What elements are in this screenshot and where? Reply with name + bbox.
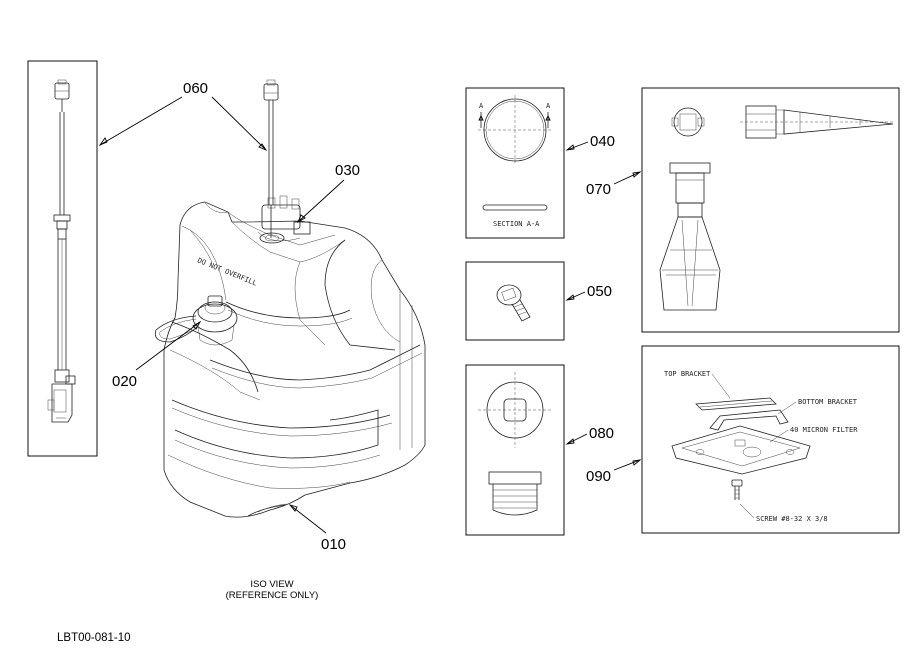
callout-030: 030 bbox=[297, 162, 360, 224]
callout-040: 040 bbox=[565, 133, 615, 151]
tank-warning-label: DO NOT OVERFILL bbox=[196, 256, 258, 287]
label-screw: SCREW #8-32 X 3/8 bbox=[756, 515, 828, 523]
detail-box-050 bbox=[465, 261, 565, 341]
detail-box-070 bbox=[641, 87, 900, 333]
callout-020: 020 bbox=[112, 320, 202, 390]
reference-only-caption: (REFERENCE ONLY) bbox=[226, 590, 319, 601]
callout-050-label: 050 bbox=[587, 283, 612, 300]
iso-view-caption: ISO VIEW bbox=[250, 579, 293, 590]
callout-040-label: 040 bbox=[590, 133, 615, 150]
detail-box-060 bbox=[27, 60, 98, 457]
callout-070: 070 bbox=[586, 171, 642, 198]
callout-050: 050 bbox=[565, 283, 612, 301]
callout-060: 060 bbox=[98, 80, 268, 152]
callout-030-label: 030 bbox=[335, 162, 360, 179]
detail-box-090: TOP BRACKET BOTTOM BRACKET 40 MICRON FIL… bbox=[641, 345, 900, 534]
label-40-micron-filter: 40 MICRON FILTER bbox=[790, 426, 858, 434]
callout-070-label: 070 bbox=[586, 181, 611, 198]
callout-010-label: 010 bbox=[321, 536, 346, 553]
section-mark-left: A bbox=[479, 102, 484, 110]
callout-080: 080 bbox=[565, 425, 614, 445]
section-mark-right: A bbox=[546, 102, 551, 110]
callout-060-label: 060 bbox=[183, 80, 208, 97]
callout-090-label: 090 bbox=[586, 468, 611, 485]
detail-box-080 bbox=[465, 364, 565, 536]
harness-in-place bbox=[263, 79, 279, 238]
document-id: LBT00-081-10 bbox=[57, 632, 131, 644]
detail-box-040: A A SECTION A-A bbox=[465, 87, 565, 239]
fuel-tank-iso-view: DO NOT OVERFILL bbox=[154, 195, 426, 518]
label-bottom-bracket: BOTTOM BRACKET bbox=[798, 398, 858, 406]
section-a-a-label: SECTION A-A bbox=[493, 220, 540, 228]
callout-010: 010 bbox=[288, 504, 346, 553]
callout-020-label: 020 bbox=[112, 373, 137, 390]
callout-080-label: 080 bbox=[589, 425, 614, 442]
label-top-bracket: TOP BRACKET bbox=[664, 370, 711, 378]
callout-090: 090 bbox=[586, 459, 642, 485]
